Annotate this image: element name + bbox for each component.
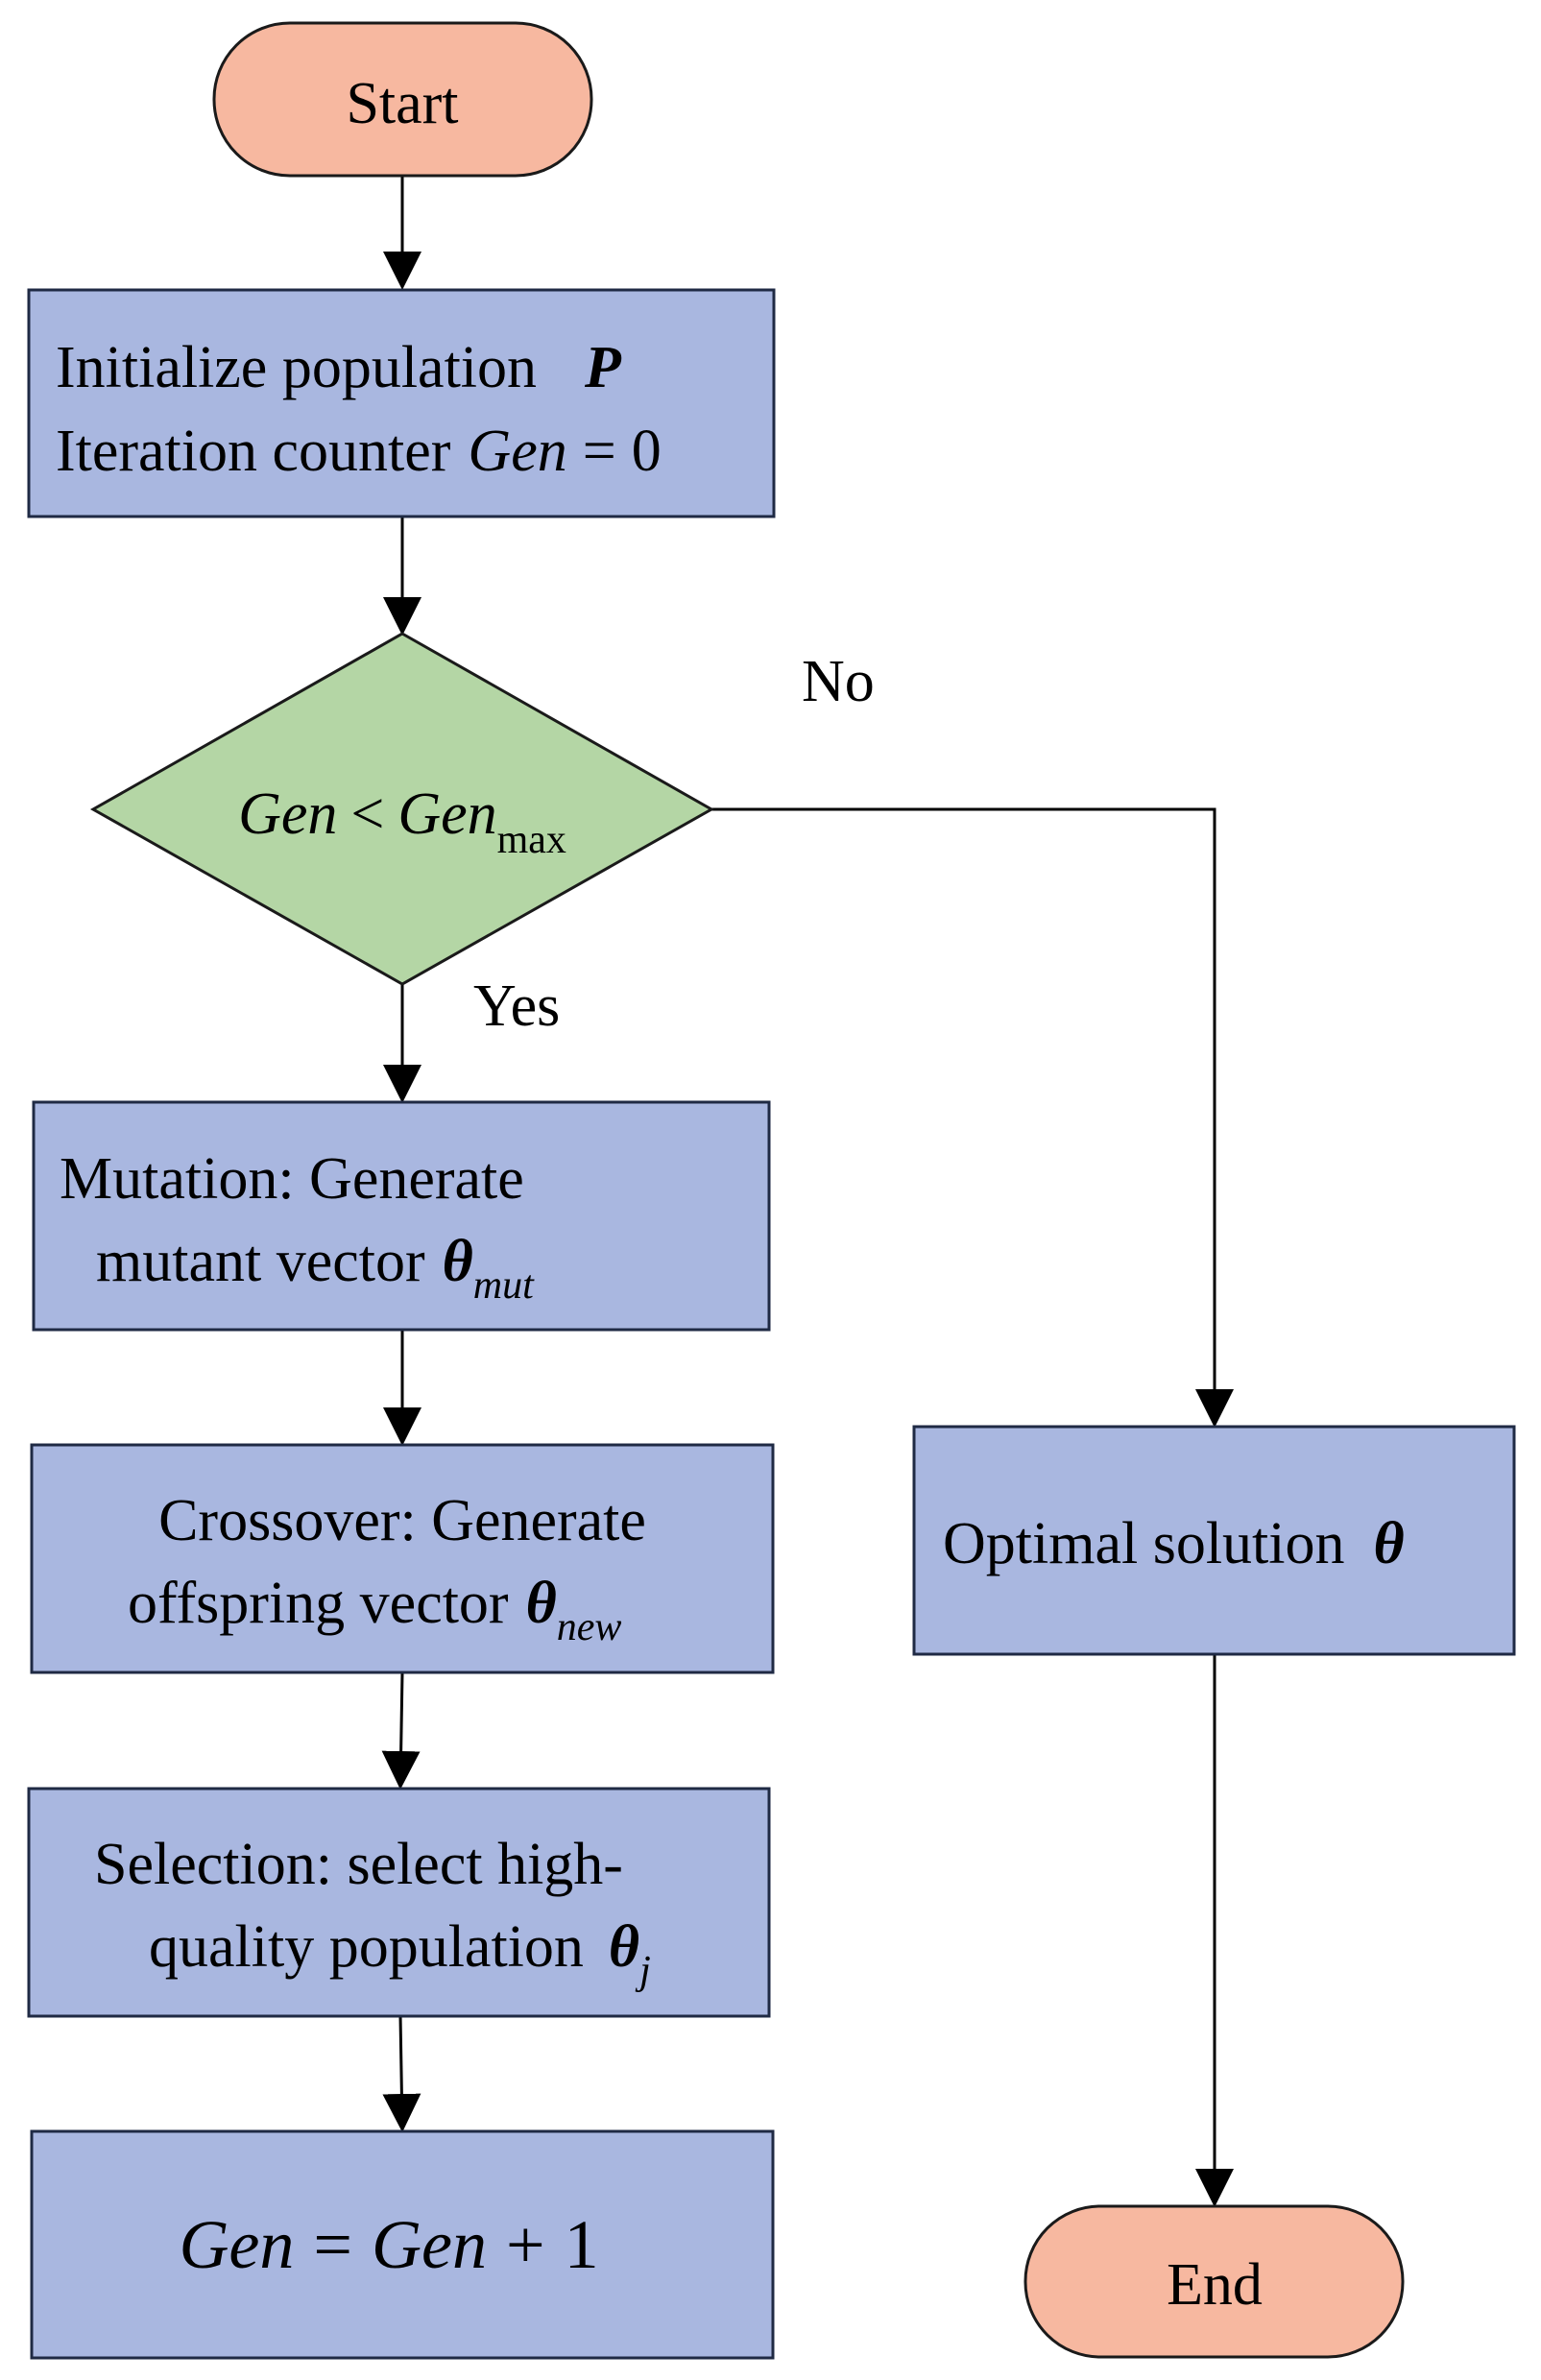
arrow-selection-to-increment [382,2015,421,2132]
connectors [381,176,1234,2207]
yes-label: Yes [473,974,560,1039]
start-terminal: Start [212,21,593,178]
no-label: No [802,649,875,714]
selection-line1: Selection: select high- [94,1832,623,1897]
crossover-line1: Crossover: Generate [158,1488,646,1553]
selection-box: Selection: select high- quality populati… [27,1787,771,2018]
increment-equation: Gen=Gen+1 [179,2206,598,2283]
decision-condition: Gen<Genmax [238,781,566,862]
start-label: Start [346,71,458,136]
arrow-crossover-to-selection [381,1671,421,1790]
end-terminal: End [1023,2204,1405,2359]
decision-diamond: Gen<Genmax [89,632,715,986]
arrow-decision-no-to-optimal [711,807,1234,1428]
increment-box: Gen=Gen+1 [30,2129,775,2360]
mutation-line1: Mutation: Generate [60,1146,524,1212]
end-label: End [1167,2252,1263,2318]
